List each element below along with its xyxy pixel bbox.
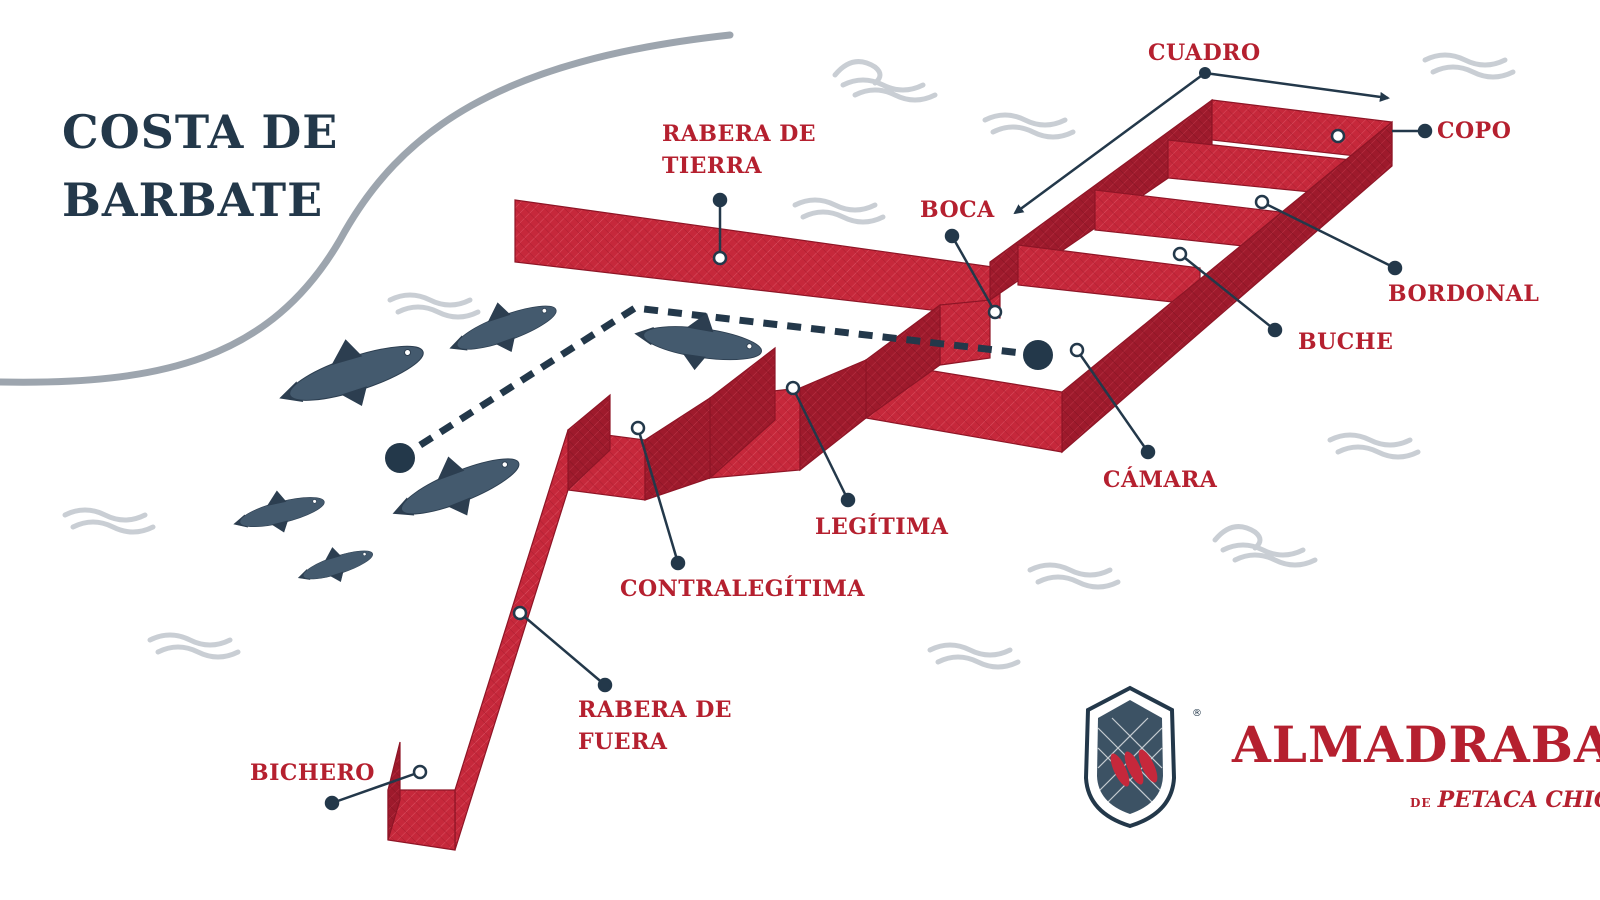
contralegitima-wall-b — [644, 396, 711, 501]
label-copo: COPO — [1437, 118, 1512, 144]
wave-icon — [1212, 524, 1318, 568]
wave-icon — [792, 197, 886, 225]
label-camara: CÁMARA — [1103, 467, 1218, 493]
wave-icon — [1027, 562, 1121, 590]
wave-icon — [927, 642, 1021, 670]
wave-icon — [387, 292, 481, 320]
tuna-fish-icon — [233, 490, 325, 533]
almadraba-net — [387, 98, 1393, 851]
coastline — [0, 31, 734, 386]
boca-wall — [939, 299, 991, 366]
wave-icon — [147, 632, 241, 660]
camara-partition — [1017, 244, 1201, 306]
tuna-fish-icon — [449, 302, 557, 353]
label-contralegitima: CONTRALEGÍTIMA — [620, 576, 865, 602]
label-bordonal: BORDONAL — [1388, 281, 1540, 307]
label-rabera-de-tierra: RABERA DE TIERRA — [662, 121, 817, 179]
wave-icon — [62, 507, 156, 535]
tuna-fish-icons — [233, 302, 762, 582]
label-legitima: LEGÍTIMA — [815, 514, 949, 540]
legitima-wall-b — [799, 359, 867, 472]
rabera-de-tierra-net — [514, 199, 1001, 319]
label-rabera-de-fuera: RABERA DE FUERA — [578, 697, 733, 755]
wave-icons — [62, 52, 1516, 670]
brand-subtitle: DE PETACA CHICO — [1410, 786, 1600, 817]
wave-icon — [1422, 52, 1516, 80]
bichero-fin — [387, 741, 401, 841]
tuna-fish-icon — [634, 312, 762, 371]
label-bichero: BICHERO — [250, 760, 375, 786]
wave-icon — [982, 112, 1076, 140]
fish-route — [385, 304, 1053, 473]
tuna-fish-icon — [279, 339, 424, 407]
leader-lines — [324, 123, 1433, 811]
brand-subtitle-prefix: DE — [1410, 796, 1432, 810]
label-boca: BOCA — [920, 197, 995, 223]
label-cuadro: CUADRO — [1148, 40, 1261, 66]
cuadro-arrow — [1013, 67, 1390, 215]
label-buche: BUCHE — [1298, 329, 1394, 355]
tuna-fish-icon — [297, 547, 373, 582]
shield-net-fish-logo — [1083, 685, 1177, 829]
brand-name: ALMADRABA — [1232, 715, 1600, 774]
registered-mark: ® — [1192, 708, 1202, 719]
coast-title: COSTA DE BARBATE — [62, 105, 339, 227]
wave-icon — [832, 59, 938, 103]
brand-subtitle-name: PETACA CHICO — [1437, 787, 1600, 813]
wave-icon — [1327, 432, 1421, 460]
tuna-fish-icon — [392, 456, 520, 516]
